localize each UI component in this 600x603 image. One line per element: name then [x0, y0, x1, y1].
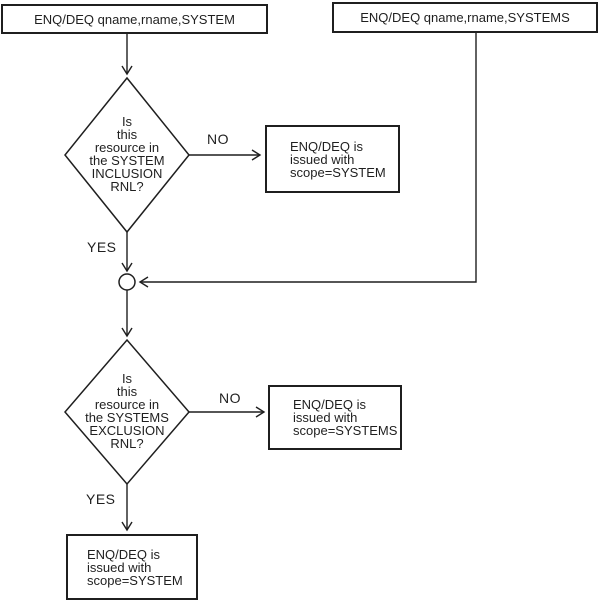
node-entry-systems: ENQ/DEQ qname,rname,SYSTEMS: [332, 2, 598, 33]
edge-label-inclusion-yes: YES: [87, 239, 117, 255]
node-result-exclusion-yes-label: ENQ/DEQ is issued with scope=SYSTEM: [87, 546, 183, 588]
edge-label-exclusion-no: NO: [219, 390, 241, 406]
node-result-exclusion-no: ENQ/DEQ is issued with scope=SYSTEMS: [268, 385, 402, 450]
decision-exclusion-diamond: [64, 338, 190, 486]
node-entry-system-label: ENQ/DEQ qname,rname,SYSTEM: [34, 11, 235, 27]
decision-inclusion-diamond: [64, 76, 190, 234]
node-result-exclusion-no-label: ENQ/DEQ is issued with scope=SYSTEMS: [293, 397, 398, 438]
decision-exclusion-label: Is this resource in the SYSTEMS EXCLUSIO…: [85, 371, 169, 451]
junction-circle: [118, 273, 136, 291]
connector-entry-systems-to-junction: [138, 33, 477, 288]
edge-label-exclusion-yes: YES: [86, 491, 116, 507]
node-result-inclusion-no-label: ENQ/DEQ is issued with scope=SYSTEM: [290, 138, 386, 180]
edge-label-inclusion-no: NO: [207, 131, 229, 147]
node-entry-system: ENQ/DEQ qname,rname,SYSTEM: [1, 4, 268, 34]
node-result-exclusion-yes: ENQ/DEQ is issued with scope=SYSTEM: [66, 534, 198, 600]
decision-inclusion-label: Is this resource in the SYSTEM INCLUSION…: [89, 114, 165, 194]
node-entry-systems-label: ENQ/DEQ qname,rname,SYSTEMS: [360, 10, 570, 25]
node-result-inclusion-no: ENQ/DEQ is issued with scope=SYSTEM: [265, 125, 400, 193]
